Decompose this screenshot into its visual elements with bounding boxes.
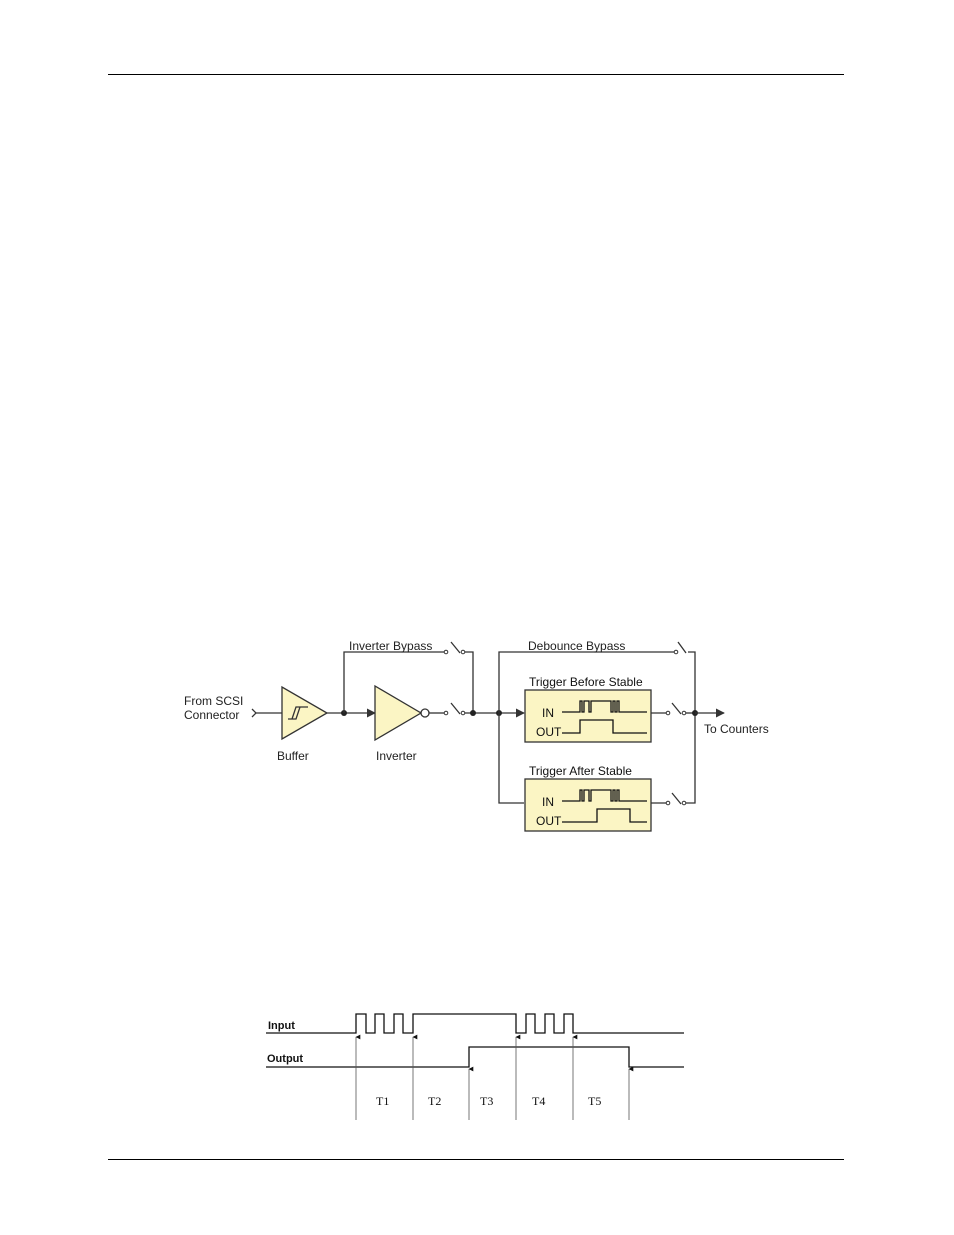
junction-dot — [470, 710, 476, 716]
output-switches — [666, 642, 686, 805]
period-label-t5: T5 — [588, 1094, 601, 1108]
buffer-label: Buffer — [277, 749, 309, 763]
trigger-after-out-label: OUT — [536, 814, 562, 828]
input-connector-icon — [252, 709, 256, 717]
inverter-gate-icon — [375, 686, 421, 740]
trigger-after-label: Trigger After Stable — [529, 764, 632, 778]
buffer-gate-icon — [282, 687, 327, 739]
timing-output-wave — [266, 1047, 684, 1067]
trigger-before-in-label: IN — [542, 706, 554, 720]
timing-diagram: Input Output T1 T2 T3 T4 T5 — [266, 1014, 684, 1120]
output-bus-wire — [686, 652, 695, 803]
timing-input-label: Input — [268, 1020, 295, 1032]
inverter-bypass-label: Inverter Bypass — [349, 639, 432, 653]
inverter-label: Inverter — [376, 749, 417, 763]
switch-contact — [444, 650, 448, 654]
trigger-before-label: Trigger Before Stable — [529, 675, 643, 689]
trigger-after-in-label: IN — [542, 795, 554, 809]
to-trigger-after-wire — [499, 713, 524, 803]
inverter-switch-icon — [451, 703, 460, 714]
trigger-before-out-label: OUT — [536, 725, 562, 739]
debounce-bypass-switch-icon — [678, 642, 686, 653]
switch-contact — [444, 711, 448, 715]
period-label-t4: T4 — [532, 1094, 545, 1108]
trigger-before-switch-icon — [672, 703, 681, 714]
source-label-line1: From SCSI — [184, 694, 243, 708]
period-label-t2: T2 — [428, 1094, 441, 1108]
switch-contact — [461, 711, 465, 715]
inverter-bubble-icon — [421, 709, 429, 717]
inverter-bypass-switch-icon — [451, 642, 460, 653]
switch-contact — [461, 650, 465, 654]
trigger-after-switch-icon — [672, 793, 681, 804]
period-label-t1: T1 — [376, 1094, 389, 1108]
timing-output-label: Output — [267, 1053, 303, 1065]
source-label-line2: Connector — [184, 708, 239, 722]
period-label-t3: T3 — [480, 1094, 493, 1108]
timing-input-wave — [266, 1014, 684, 1033]
bypass-return-wire — [465, 652, 473, 713]
debounce-bypass-label: Debounce Bypass — [528, 639, 625, 653]
block-diagram: From SCSI Connector Buffer Inverter Inve… — [184, 639, 769, 831]
destination-label: To Counters — [704, 722, 769, 736]
